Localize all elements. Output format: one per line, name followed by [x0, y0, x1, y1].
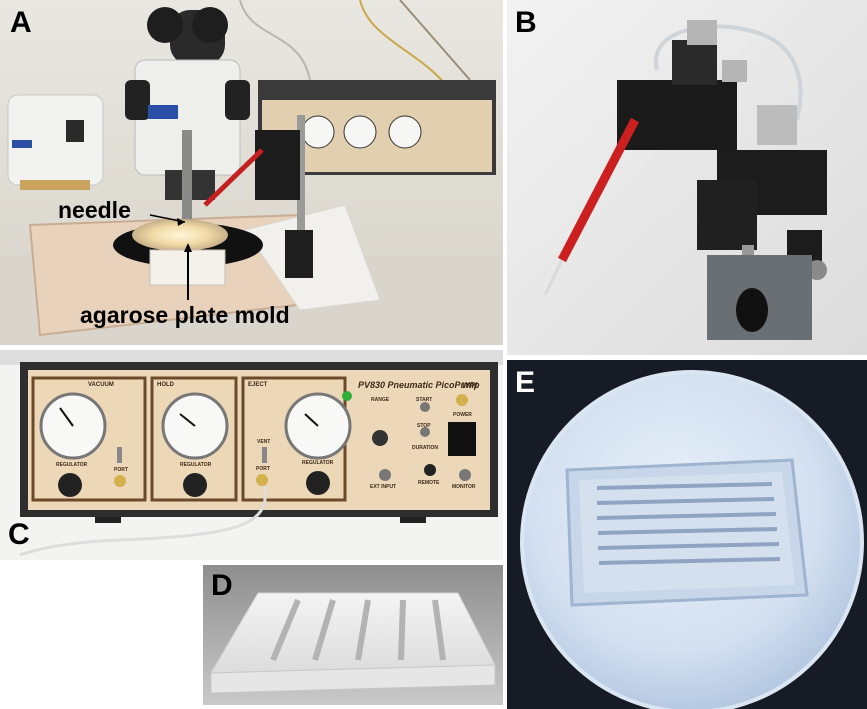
vent-label: VENT — [257, 439, 271, 445]
panel-e-photo — [507, 360, 867, 709]
panel-d-label: D — [211, 569, 233, 602]
regulator-label-hold: REGULATOR — [180, 462, 212, 468]
device-title: PV830 Pneumatic PicoPump — [358, 380, 480, 390]
start-label: START — [416, 397, 433, 403]
regulator-label-eject: REGULATOR — [302, 460, 334, 466]
port-label-eject: PORT — [256, 466, 270, 472]
panel-e-label: E — [515, 366, 536, 399]
duration-label: DURATION — [412, 445, 439, 451]
panel-d: D — [203, 565, 503, 705]
panel-c: PV830 Pneumatic PicoPump WPI VACUUM HOLD… — [0, 350, 503, 560]
remote-label: REMOTE — [418, 480, 440, 486]
panel-a-label: A — [10, 6, 32, 39]
panel-a: A needle agarose plate mold — [0, 0, 503, 345]
agarose-mold-annotation: agarose plate mold — [80, 302, 290, 328]
panel-e: E — [507, 360, 867, 709]
stop-label: STOP — [417, 423, 431, 429]
panel-b-photo — [507, 0, 867, 355]
ext-input-label: EXT INPUT — [370, 484, 397, 490]
gauge-label-hold: HOLD — [157, 382, 174, 388]
panel-b: B — [507, 0, 867, 355]
regulator-label-vacuum: REGULATOR — [56, 462, 88, 468]
panel-b-label: B — [515, 6, 537, 39]
gauge-label-eject: EJECT — [248, 382, 268, 388]
panel-a-photo — [0, 0, 503, 345]
device-brand: WPI — [462, 381, 478, 390]
monitor-label: MONITOR — [452, 484, 476, 490]
power-label: POWER — [453, 412, 472, 418]
panel-d-photo — [203, 565, 503, 705]
port-label-vacuum: PORT — [114, 467, 128, 473]
needle-annotation: needle — [58, 197, 131, 223]
panel-c-label: C — [8, 518, 30, 551]
panel-c-photo — [0, 350, 503, 560]
gauge-label-vacuum: VACUUM — [88, 382, 114, 388]
range-label: RANGE — [371, 397, 390, 403]
